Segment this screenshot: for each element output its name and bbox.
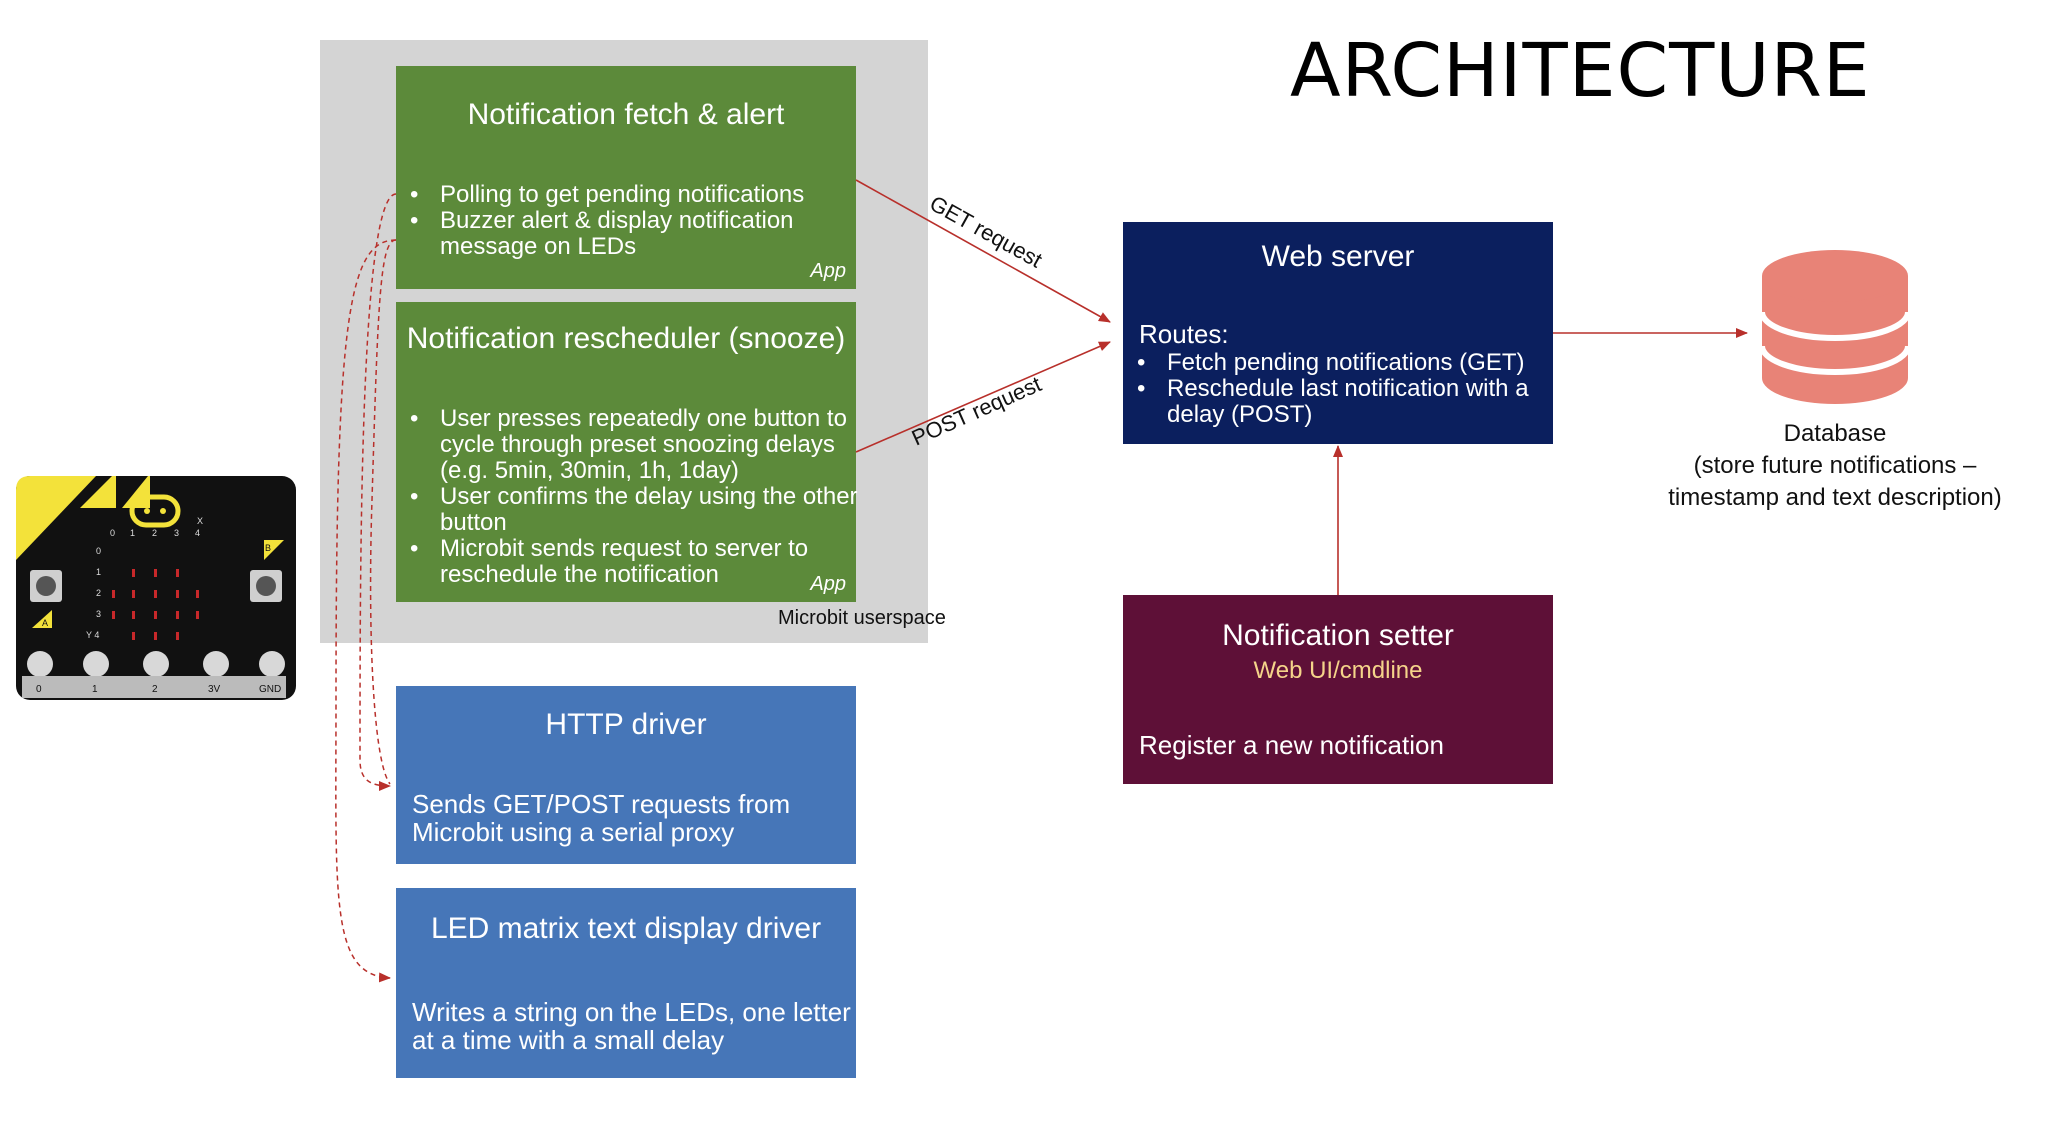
database-label: Database (store future notifications – t… xyxy=(1640,418,2030,514)
http-driver-text: Sends GET/POST requests from Microbit us… xyxy=(412,789,791,847)
microbit-col-label: 3 xyxy=(174,528,179,538)
microbit-pin-label: 3V xyxy=(208,684,221,695)
web-server-box: Web server Routes: Fetch pending notific… xyxy=(1123,222,1553,444)
microbit-col-label: 2 xyxy=(152,528,157,538)
web-server-route: Reschedule last notification with a dela… xyxy=(1137,376,1567,428)
notification-rescheduler-title: Notification rescheduler (snooze) xyxy=(406,322,846,355)
notification-rescheduler-bullet: Microbit sends request to server to resc… xyxy=(410,536,860,588)
get-request-label: GET request xyxy=(926,191,1047,273)
http-driver-title: HTTP driver xyxy=(545,708,707,741)
notification-fetch-box: Notification fetch & alert Polling to ge… xyxy=(396,66,856,289)
notification-rescheduler-bullet: User presses repeatedly one button to cy… xyxy=(410,406,860,484)
app-tag: App xyxy=(810,260,846,282)
notification-fetch-bullet: Polling to get pending notifications xyxy=(410,182,860,209)
page-title: ARCHITECTURE xyxy=(1290,28,1871,114)
post-request-label: POST request xyxy=(908,371,1045,450)
notification-setter-box: Notification setter Web UI/cmdline Regis… xyxy=(1123,595,1553,784)
web-server-route: Fetch pending notifications (GET) xyxy=(1137,350,1567,377)
microbit-col-label: 4 xyxy=(195,528,200,538)
led-driver-box: LED matrix text display driver Writes a … xyxy=(396,888,856,1078)
notification-rescheduler-bullets: User presses repeatedly one button to cy… xyxy=(396,406,860,588)
userspace-label: Microbit userspace xyxy=(778,607,946,629)
microbit-row-label: 3 xyxy=(96,609,101,619)
microbit-button-b-label: B xyxy=(265,543,271,553)
microbit-row-label: 0 xyxy=(96,546,101,556)
database-label-line: (store future notifications – xyxy=(1693,452,1977,479)
post-request-arrow xyxy=(855,341,1111,453)
microbit-pins xyxy=(22,651,286,698)
microbit-board-icon xyxy=(16,476,296,700)
database-label-line: timestamp and text description) xyxy=(1668,484,2002,511)
rescheduler-to-http-dashed-arrow xyxy=(369,239,397,785)
microbit-row-label: 2 xyxy=(96,588,101,598)
microbit-row-label: Y 4 xyxy=(86,630,99,640)
microbit-col-label: 0 xyxy=(110,528,115,538)
notification-rescheduler-bullet: User confirms the delay using the other … xyxy=(410,484,860,536)
microbit-row-label: 1 xyxy=(96,567,101,577)
database-label-line: Database xyxy=(1783,420,1887,447)
notification-setter-subtitle: Web UI/cmdline xyxy=(1253,657,1423,684)
notification-fetch-bullet: Buzzer alert & display notification mess… xyxy=(410,208,860,260)
fetch-to-http-dashed-arrow xyxy=(359,193,397,791)
routes-label: Routes: xyxy=(1139,319,1229,349)
microbit-pin-label: 1 xyxy=(92,684,98,695)
microbit-pin-label: GND xyxy=(259,684,281,695)
microbit-col-label: 1 xyxy=(130,528,135,538)
http-driver-box: HTTP driver Sends GET/POST requests from… xyxy=(396,686,856,864)
database-icon xyxy=(1759,250,1911,404)
web-server-routes: Fetch pending notifications (GET) Resche… xyxy=(1123,350,1567,428)
fetch-to-led-dashed-arrow xyxy=(335,239,397,983)
microbit-x-label: X xyxy=(197,516,203,526)
led-driver-title: LED matrix text display driver xyxy=(430,912,822,945)
notification-fetch-title: Notification fetch & alert xyxy=(467,98,785,131)
notification-setter-title: Notification setter xyxy=(1222,619,1454,652)
web-server-title: Web server xyxy=(1261,240,1415,273)
microbit-pin-label: 0 xyxy=(36,684,42,695)
notification-fetch-bullets: Polling to get pending notifications Buz… xyxy=(396,182,860,260)
get-request-arrow xyxy=(855,179,1111,323)
microbit-pin-label: 2 xyxy=(152,684,158,695)
notification-setter-text: Register a new notification xyxy=(1139,730,1444,760)
led-driver-text: Writes a string on the LEDs, one letter … xyxy=(412,997,851,1055)
app-tag: App xyxy=(810,573,846,595)
microbit-labels: 0 1 2 3 4 X 0 1 2 3 Y 4 A B 0 1 2 3V GND xyxy=(36,516,281,695)
notification-rescheduler-box: Notification rescheduler (snooze) User p… xyxy=(396,302,858,602)
microbit-button-a-label: A xyxy=(42,618,48,628)
